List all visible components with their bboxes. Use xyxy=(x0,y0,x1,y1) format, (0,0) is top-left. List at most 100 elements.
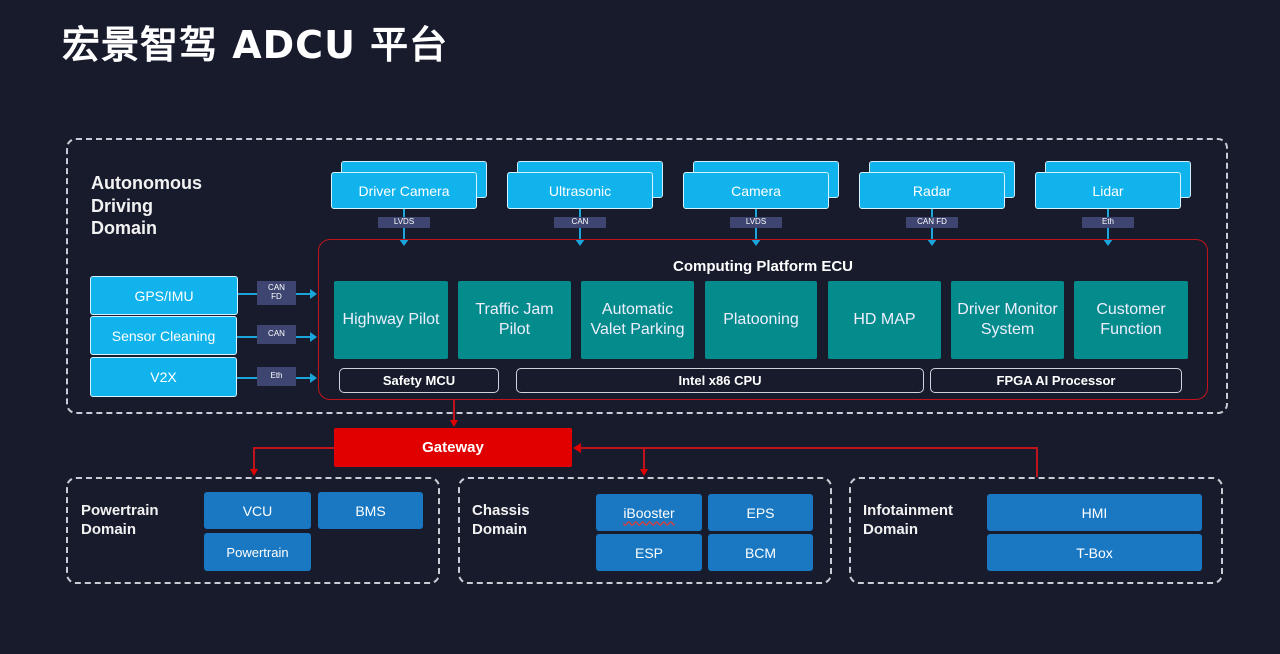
arrow-down-icon xyxy=(575,239,585,246)
ecu-label: T-Box xyxy=(1076,544,1113,561)
arrow-left-icon xyxy=(573,443,581,453)
sensor-camera[interactable]: Camera xyxy=(683,172,829,209)
ecu-label: ESP xyxy=(634,544,663,561)
ecu-powertrain[interactable]: Powertrain xyxy=(204,533,311,571)
chip-label: Intel x86 CPU xyxy=(678,373,762,388)
tag-text: CAN FD xyxy=(917,217,947,227)
arrow-down-icon xyxy=(450,420,458,427)
ecu-label: HMI xyxy=(1081,504,1108,521)
func-line: Traffic Jam xyxy=(475,301,554,318)
tag-line: FD xyxy=(271,292,282,301)
processor-safety-mcu: Safety MCU xyxy=(339,368,499,393)
gateway-powertrain-link xyxy=(253,447,334,449)
sensor-label: Radar xyxy=(912,182,952,199)
ecu-label: iBooster xyxy=(623,504,675,521)
chip-label: Safety MCU xyxy=(382,373,456,388)
arrow-down-icon xyxy=(250,469,258,476)
tag-text: Eth xyxy=(270,371,283,381)
label-line: Autonomous xyxy=(91,173,202,193)
ecu-eps[interactable]: EPS xyxy=(708,494,813,531)
infotainment-domain-label: Infotainment Domain xyxy=(863,502,953,540)
label-line: Domain xyxy=(91,218,158,238)
sensor-label: Lidar xyxy=(1092,182,1124,199)
ecu-vcu[interactable]: VCU xyxy=(204,492,311,529)
label-line: Domain xyxy=(472,520,528,538)
input-gps-imu[interactable]: GPS/IMU xyxy=(90,276,238,315)
ecu-bms[interactable]: BMS xyxy=(318,492,423,529)
computing-platform-ecu xyxy=(318,239,1208,400)
tag-text: LVDS xyxy=(745,217,767,227)
gateway-infotainment-link xyxy=(580,447,1038,449)
func-line: HD MAP xyxy=(853,311,916,328)
link-tag: Eth xyxy=(1082,217,1134,228)
function-platooning[interactable]: Platooning xyxy=(705,281,817,359)
input-sensor-cleaning[interactable]: Sensor Cleaning xyxy=(90,316,237,355)
input-v2x[interactable]: V2X xyxy=(90,357,237,397)
sensor-label: Ultrasonic xyxy=(548,182,612,199)
func-line: System xyxy=(980,321,1035,338)
gateway-chassis-link xyxy=(643,447,645,469)
ecu-label: VCU xyxy=(242,502,273,519)
func-line: Pilot xyxy=(498,321,531,338)
input-label: V2X xyxy=(150,369,177,385)
input-label: GPS/IMU xyxy=(134,287,194,304)
sensor-radar[interactable]: Radar xyxy=(859,172,1005,209)
ecu-esp[interactable]: ESP xyxy=(596,534,702,571)
chip-label: FPGA AI Processor xyxy=(996,373,1116,388)
gateway[interactable]: Gateway xyxy=(334,428,572,467)
link-tag-eth: Eth xyxy=(257,367,296,386)
func-line: Highway Pilot xyxy=(342,311,440,328)
sensor-label: Driver Camera xyxy=(358,182,450,199)
chassis-domain-label: Chassis Domain xyxy=(472,502,530,540)
processor-fpga-ai: FPGA AI Processor xyxy=(930,368,1182,393)
gateway-powertrain-link xyxy=(253,447,255,469)
ecu-gateway-link xyxy=(453,400,455,420)
infotainment-domain xyxy=(849,477,1223,584)
tag-text: Eth xyxy=(1101,217,1114,227)
func-line: Customer xyxy=(1096,301,1166,318)
arrow-right-icon xyxy=(310,332,317,342)
func-line: Driver Monitor xyxy=(957,301,1058,318)
sensor-label: Camera xyxy=(731,182,781,199)
chassis-domain xyxy=(458,477,832,584)
link-tag: LVDS xyxy=(730,217,782,228)
ecu-t-box[interactable]: T-Box xyxy=(987,534,1202,571)
ecu-bcm[interactable]: BCM xyxy=(708,534,813,571)
link-tag: CAN FD xyxy=(906,217,958,228)
arrow-right-icon xyxy=(310,289,317,299)
ecu-label: BMS xyxy=(355,502,386,519)
arrow-down-icon xyxy=(927,239,937,246)
sensor-lidar[interactable]: Lidar xyxy=(1035,172,1181,209)
func-line: Valet Parking xyxy=(590,321,685,338)
arrow-down-icon xyxy=(1103,239,1113,246)
label-line: Powertrain xyxy=(81,502,159,519)
label-line: Driving xyxy=(91,195,154,216)
input-label: Sensor Cleaning xyxy=(111,327,216,344)
tag-text: CAN xyxy=(571,217,589,227)
func-line: Automatic xyxy=(601,301,674,318)
sensor-ultrasonic[interactable]: Ultrasonic xyxy=(507,172,653,209)
ecu-label: Powertrain xyxy=(226,544,289,560)
sensor-driver-camera[interactable]: Driver Camera xyxy=(331,172,477,209)
func-line: Function xyxy=(1100,321,1162,338)
link-tag: LVDS xyxy=(378,217,430,228)
ecu-label: BCM xyxy=(744,544,777,561)
tag-line: CAN xyxy=(268,283,285,293)
gateway-infotainment-link xyxy=(1036,447,1038,477)
link-tag-can: CAN xyxy=(257,325,296,344)
ecu-hmi[interactable]: HMI xyxy=(987,494,1202,531)
arrow-right-icon xyxy=(310,373,317,383)
ecu-ibooster[interactable]: iBooster xyxy=(596,494,702,531)
gateway-label: Gateway xyxy=(422,439,484,456)
label-line: Infotainment xyxy=(863,502,953,519)
arrow-down-icon xyxy=(399,239,409,246)
function-highway-pilot[interactable]: Highway Pilot xyxy=(334,281,448,359)
powertrain-domain-label: Powertrain Domain xyxy=(81,502,159,540)
ecu-title: Computing Platform ECU xyxy=(673,258,853,275)
function-hd-map[interactable]: HD MAP xyxy=(828,281,941,359)
tag-text: LVDS xyxy=(393,217,415,227)
